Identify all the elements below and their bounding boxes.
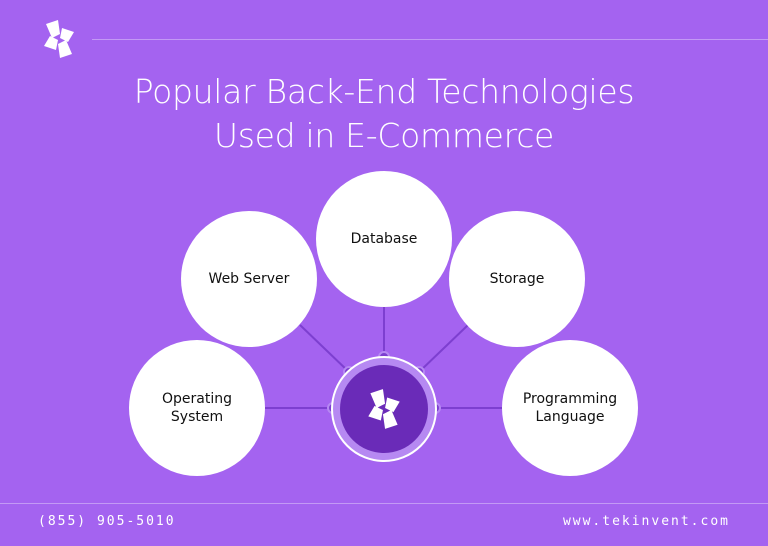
node-web-server-label: Web Server [208,271,290,287]
header-divider [92,39,768,40]
center-hub-core [340,365,428,453]
node-storage: Storage [449,211,585,347]
footer-phone: (855) 905-5010 [38,514,176,529]
node-programming-language-label: Programming Language [522,391,618,425]
center-hub [331,356,437,462]
page-title: Popular Back-End Technologies Used in E-… [0,70,768,158]
node-operating-system: Operating System [129,340,265,476]
node-web-server: Web Server [181,211,317,347]
footer-divider [0,503,768,504]
node-operating-system-label: Operating System [162,391,232,425]
title-line-1: Popular Back-End Technologies [133,72,635,111]
node-database-label: Database [350,231,418,247]
title-line-2: Used in E-Commerce [213,116,555,155]
center-logo-icon [368,389,400,429]
node-programming-language: Programming Language [502,340,638,476]
brand-logo-icon [38,18,80,60]
footer-website: www.tekinvent.com [562,514,730,529]
node-storage-label: Storage [489,271,545,287]
node-database: Database [316,171,452,307]
